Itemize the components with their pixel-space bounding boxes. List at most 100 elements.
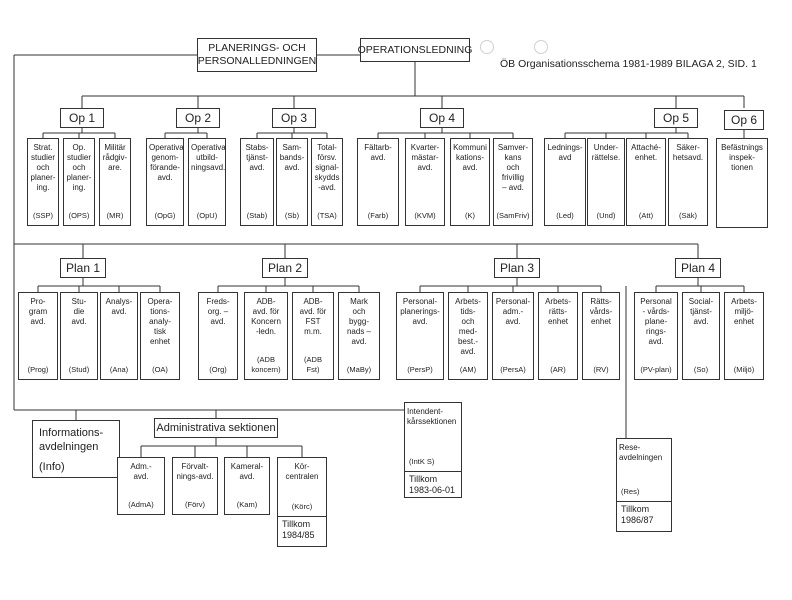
administrativa-label: Administrativa sektionen [156,421,276,434]
operationsledning-box: OPERATIONSLEDNING [358,38,472,62]
unit-adb-koncern: ADB- avd. för Koncern -ledn.(ADB koncern… [244,292,288,380]
intendent-abbr: (IntK S) [409,457,435,466]
unit-und: Under- rättelse.(Und) [587,138,625,226]
plan3-label: Plan 3 [499,260,535,275]
unit-oa: Opera- tions- analy- tisk enhet (OA) [140,292,180,380]
rese-abbr: (Res) [621,487,640,496]
unit-sb: Sam- bands- avd. (Sb) [276,138,308,226]
unit-befastning: Befästnings inspek- tionen [716,138,768,228]
unit-am: Arbets- tids- och med- best.- avd.(AM) [448,292,488,380]
unit-korc: Kör- centralen(Körc) Tillkom 1984/85 [277,457,327,547]
unit-name: Arbets- tids- och med- best.- avd. [455,297,481,356]
op2-label: Op 2 [184,110,211,125]
plan3-box: Plan 3 [494,258,540,278]
unit-name: Pro- gram avd. [28,297,48,326]
intendent-name: Intendent- kårssektionen [407,407,457,426]
unit-name: Arbets- rätts- enhet [545,297,571,326]
unit-ar: Arbets- rätts- enhet (AR) [538,292,578,380]
unit-abbr: (Miljö) [733,365,755,374]
plan1-label: Plan 1 [65,260,101,275]
unit-pv-plan: Personal - vårds- plane- rings- avd. (PV-… [634,292,678,380]
unit-abbr: (PersP) [407,365,433,374]
unit-name: Social- tjänst- avd. [688,297,714,326]
unit-name: Op. studier och planer- ing. [66,143,92,192]
unit-so: Social- tjänst- avd. (So) [682,292,720,380]
unit-abbr: (Stab) [246,211,268,220]
unit-abbr: (OpU) [196,211,218,220]
unit-name: Sam- bands- avd. [279,143,305,172]
unit-name: Personal - vårds- plane- rings- avd. [640,297,672,346]
unit-ana: Analys- avd.(Ana) [100,292,138,380]
info-name: Informations- avdelningen [39,427,104,453]
unit-name: ADB- avd. för FST m.m. [299,297,327,336]
unit-name: Stabs- tjänst- avd. [245,143,269,172]
unit-tsa: Total- försv. signal- skydds -avd.(TSA) [311,138,343,226]
info-abbr: (Info) [39,461,65,473]
unit-name: Opera- tions- analy- tisk enhet [147,297,173,346]
op1-box: Op 1 [60,108,104,128]
plan2-label: Plan 2 [267,260,303,275]
unit-name: Attaché- enhet. [631,143,661,162]
unit-abbr: (Körc) [291,502,313,511]
unit-abbr: (PV-plan) [640,365,672,374]
unit-name: Kvarter- mästar- avd. [410,143,440,172]
unit-name: Fältarb- avd. [364,143,392,162]
unit-abbr: (Sb) [284,211,300,220]
unit-name: Strat. studier och planer- ing. [30,143,56,192]
op2-box: Op 2 [176,108,220,128]
unit-abbr: (Prog) [27,365,49,374]
unit-ssp: Strat. studier och planer- ing.(SSP) [27,138,59,226]
unit-name: Analys- avd. [105,297,133,316]
unit-samfriv: Samver- kans och frivillig – avd. (SamFri… [493,138,533,226]
unit-name: Personal- adm.- avd. [495,297,531,326]
op5-box: Op 5 [654,108,698,128]
unit-abbr: (OPS) [68,211,90,220]
unit-k: Kommuni kations- avd.(K) [450,138,490,226]
unit-name: Kameral- avd. [230,462,264,481]
unit-opg: Operativa genom- förande- avd. (OpG) [146,138,184,226]
unit-abbr: (So) [693,365,709,374]
unit-abbr: (RV) [593,365,609,374]
rese-box: Rese- avdelningen(Res) Tillkom 1986/87 [616,438,672,532]
unit-abbr: (OpG) [154,211,176,220]
op1-label: Op 1 [68,110,95,125]
unit-name: Personal- planerings- avd. [400,297,440,326]
unit-name: Operativa genom- förande- avd. [149,143,184,182]
unit-abbr: (AR) [550,365,566,374]
unit-abbr: (Org) [209,365,227,374]
op4-label: Op 4 [428,110,455,125]
planering-label: PLANERINGS- OCH PERSONALLEDNINGEN [197,42,317,67]
unit-abbr: (Kam) [236,500,258,509]
plan4-box: Plan 4 [675,258,721,278]
unit-name: Förvalt- nings-avd. [176,462,214,481]
unit-kvm: Kvarter- mästar- avd.(KVM) [405,138,445,226]
unit-name: Mark och bygg- nads – avd. [346,297,372,346]
rese-added-note: Tillkom 1986/87 [617,501,671,528]
unit-name: Militär rådgiv- are. [102,143,128,172]
plan1-box: Plan 1 [60,258,106,278]
chart-title: ÖB Organisationsschema 1981-1989 BILAGA … [500,58,757,70]
unit-rv: Rätts- vårds- enhet(RV) [582,292,620,380]
unit-abbr: (SamFriv) [496,211,530,220]
unit-abbr: (Förv) [185,500,205,509]
unit-abbr: (Led) [556,211,574,220]
unit-abbr: (Stud) [68,365,90,374]
unit-abbr: (OA) [152,365,168,374]
administrativa-box: Administrativa sektionen [154,418,278,438]
unit-abbr: (ADB koncern) [251,355,281,374]
unit-name: Samver- kans och frivillig – avd. [497,143,529,192]
unit-persp: Personal- planerings- avd. (PersP) [396,292,444,380]
unit-abbr: (Att) [638,211,654,220]
unit-abbr: (MR) [106,211,124,220]
op6-label: Op 6 [730,112,757,127]
unit-abbr: (MaBy) [346,365,372,374]
unit-name: Freds- org. – avd. [206,297,230,326]
punch-hole [534,40,548,54]
punch-hole [480,40,494,54]
planering-personal-box: PLANERINGS- OCH PERSONALLEDNINGEN [197,38,317,72]
unit-mr: Militär rådgiv- are. (MR) [99,138,131,226]
plan2-box: Plan 2 [262,258,308,278]
information-box: Informations- avdelningen (Info) [32,420,120,478]
unit-forv: Förvalt- nings-avd. (Förv) [172,457,218,515]
unit-abbr: (K) [465,211,475,220]
